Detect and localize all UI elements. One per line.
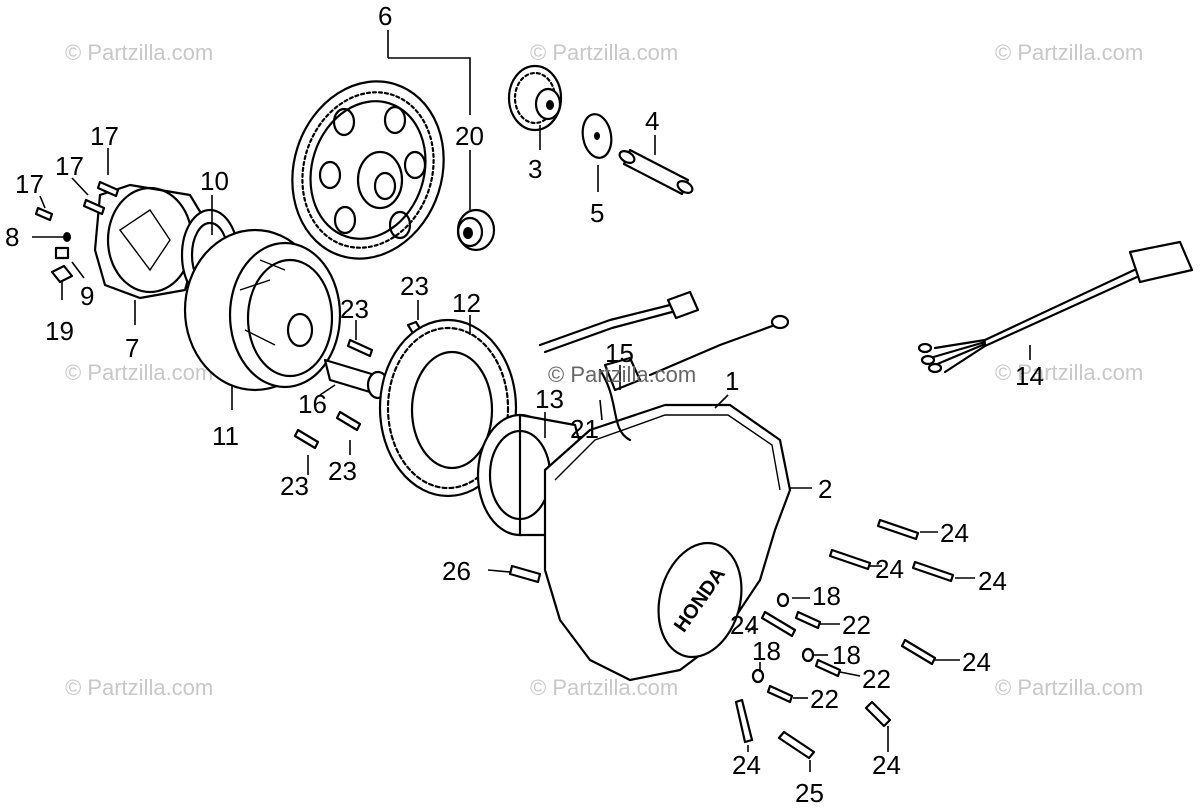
callouts: 6 20 3 4 5 17 17 17 10 8 9 19 7 11 23 12…	[5, 1, 1044, 808]
watermarks: © Partzilla.com © Partzilla.com © Partzi…	[65, 40, 1143, 700]
callout-22: 22	[842, 610, 871, 640]
callout-1: 1	[725, 366, 739, 396]
callout-10: 10	[200, 166, 229, 196]
callout-14: 14	[1015, 361, 1044, 391]
starter-driven-gear[interactable]	[270, 62, 466, 279]
callout-23: 23	[400, 271, 429, 301]
generator-cover[interactable]: HONDA	[543, 403, 792, 682]
callout-24: 24	[872, 750, 901, 780]
callout-12: 12	[452, 288, 481, 318]
wire-harness[interactable]	[917, 240, 1194, 374]
bearing[interactable]	[456, 208, 496, 252]
callout-24: 24	[732, 750, 761, 780]
starter-clutch-outer[interactable]	[93, 183, 207, 300]
callout-24: 24	[875, 554, 904, 584]
callout-18: 18	[832, 640, 861, 670]
watermark: © Partzilla.com	[530, 40, 678, 65]
callout-15: 15	[605, 338, 634, 368]
callout-5: 5	[590, 198, 604, 228]
callout-24: 24	[730, 610, 759, 640]
watermark: © Partzilla.com	[995, 675, 1143, 700]
callout-17: 17	[90, 121, 119, 151]
watermark: © Partzilla.com	[65, 675, 213, 700]
callout-9: 9	[80, 281, 94, 311]
callout-8: 8	[5, 222, 19, 252]
pins[interactable]	[34, 180, 120, 222]
callout-23: 23	[340, 294, 369, 324]
callout-17: 17	[15, 169, 44, 199]
watermark: © Partzilla.com	[995, 40, 1143, 65]
leader-lines	[39, 30, 1031, 772]
callout-24: 24	[940, 518, 969, 548]
callout-18: 18	[812, 581, 841, 611]
watermark: © Partzilla.com	[65, 360, 213, 385]
spacer[interactable]	[323, 358, 390, 400]
callout-20: 20	[455, 121, 484, 151]
idle-gear[interactable]	[507, 64, 563, 132]
callout-26: 26	[442, 556, 471, 586]
callout-23: 23	[280, 471, 309, 501]
callout-19: 19	[45, 316, 74, 346]
washer[interactable]	[579, 112, 614, 160]
watermark: © Partzilla.com	[65, 40, 213, 65]
watermark: © Partzilla.com	[995, 360, 1143, 385]
callout-2: 2	[818, 474, 832, 504]
callout-24: 24	[978, 566, 1007, 596]
callout-13: 13	[535, 384, 564, 414]
flywheel-rotor[interactable]	[183, 228, 342, 392]
callout-22: 22	[810, 684, 839, 714]
callout-22: 22	[862, 664, 891, 694]
callout-16: 16	[298, 389, 327, 419]
watermark-center: © Partzilla.com	[548, 362, 696, 387]
callout-21: 21	[570, 414, 599, 444]
callout-11: 11	[212, 421, 239, 451]
callout-23: 23	[328, 456, 357, 486]
callout-7: 7	[125, 333, 139, 363]
watermark: © Partzilla.com	[530, 675, 678, 700]
idle-gear-shaft[interactable]	[618, 148, 695, 196]
wiring	[538, 290, 790, 442]
callout-24: 24	[962, 647, 991, 677]
callout-18: 18	[752, 636, 781, 666]
callout-4: 4	[645, 106, 659, 136]
callout-6: 6	[378, 1, 392, 31]
callout-3: 3	[528, 154, 542, 184]
cover-bolts[interactable]	[508, 518, 955, 760]
small-hardware-left[interactable]	[32, 232, 74, 284]
callout-17: 17	[55, 151, 84, 181]
callout-25: 25	[795, 778, 824, 808]
